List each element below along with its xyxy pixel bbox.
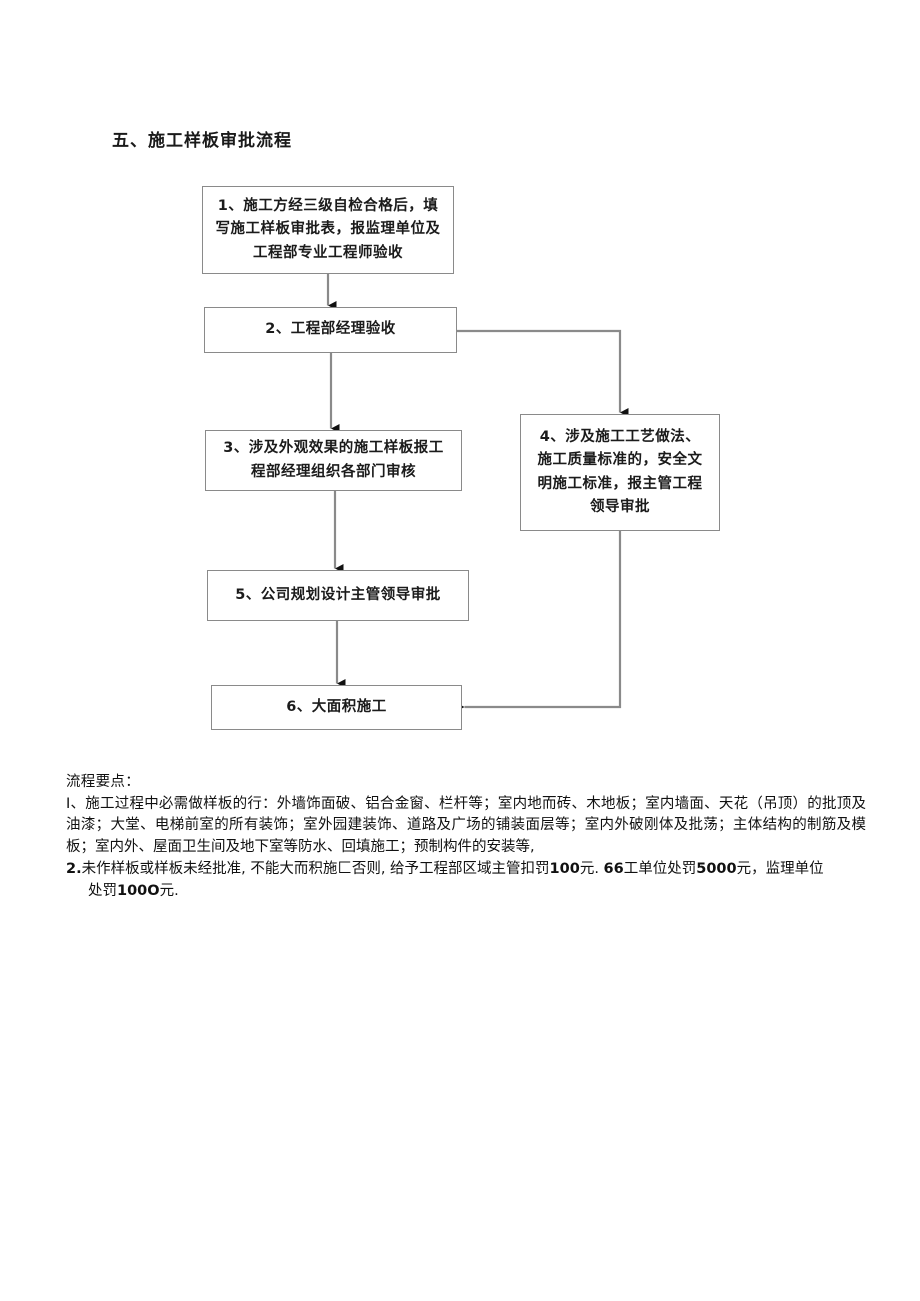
notes-item-2-amount-4: 100O xyxy=(117,882,160,899)
flow-box-step-3[interactable]: 3、涉及外观效果的施工样板报工程部经理组织各部门审核 xyxy=(205,430,462,491)
process-notes: 流程要点： I、施工过程中必需做样板的行：外墙饰面破、铝合金窗、栏杆等；室内地而… xyxy=(66,772,866,903)
connector-4-to-6 xyxy=(456,531,622,712)
notes-item-2-amount-1: 100 xyxy=(549,861,580,878)
flow-box-step-6[interactable]: 6、大面积施工 xyxy=(211,685,462,730)
notes-item-2-text-5: 处罚 xyxy=(88,882,117,899)
flowchart-diagram: 1、施工方经三级自检合格后，填写施工样板审批表，报监理单位及工程部专业工程师验收… xyxy=(202,186,720,730)
notes-item-2-text-4: 元，监理单位 xyxy=(736,861,824,878)
flow-box-step-5[interactable]: 5、公司规划设计主管领导审批 xyxy=(207,570,469,621)
connector-2-to-4 xyxy=(457,329,629,417)
notes-item-2-amount-3: 5000 xyxy=(696,861,737,878)
notes-heading: 流程要点： xyxy=(66,774,140,790)
page-title: 五、施工样板审批流程 xyxy=(112,131,292,151)
flowchart-connectors xyxy=(326,274,629,712)
flow-box-step-4[interactable]: 4、涉及施工工艺做法、施工质量标准的，安全文明施工标准，报主管工程领导审批 xyxy=(520,414,720,531)
notes-item-2-continuation: 处罚100O元. xyxy=(66,881,866,903)
notes-item-2-text-2: 元. xyxy=(579,861,604,878)
notes-item-2-label: 2. xyxy=(66,861,82,878)
flow-box-step-1[interactable]: 1、施工方经三级自检合格后，填写施工样板审批表，报监理单位及工程部专业工程师验收 xyxy=(202,186,454,274)
notes-item-2-text-6: 元. xyxy=(159,882,179,899)
notes-item-2-text-3: 工单位处罚 xyxy=(623,861,697,878)
notes-item-2: 2.未作样板或样板未经批准, 不能大而积施匚否则, 给予工程部区域主管扣罚100… xyxy=(66,859,866,902)
flow-box-step-2[interactable]: 2、工程部经理验收 xyxy=(204,307,457,353)
notes-item-2-text-1: 未作样板或样板未经批准, 不能大而积施匚否则, 给予工程部区域主管扣罚 xyxy=(81,861,550,878)
notes-item-1: I、施工过程中必需做样板的行：外墙饰面破、铝合金窗、栏杆等；室内地而砖、木地板；… xyxy=(66,795,866,855)
notes-item-2-amount-2: 66 xyxy=(603,861,624,878)
